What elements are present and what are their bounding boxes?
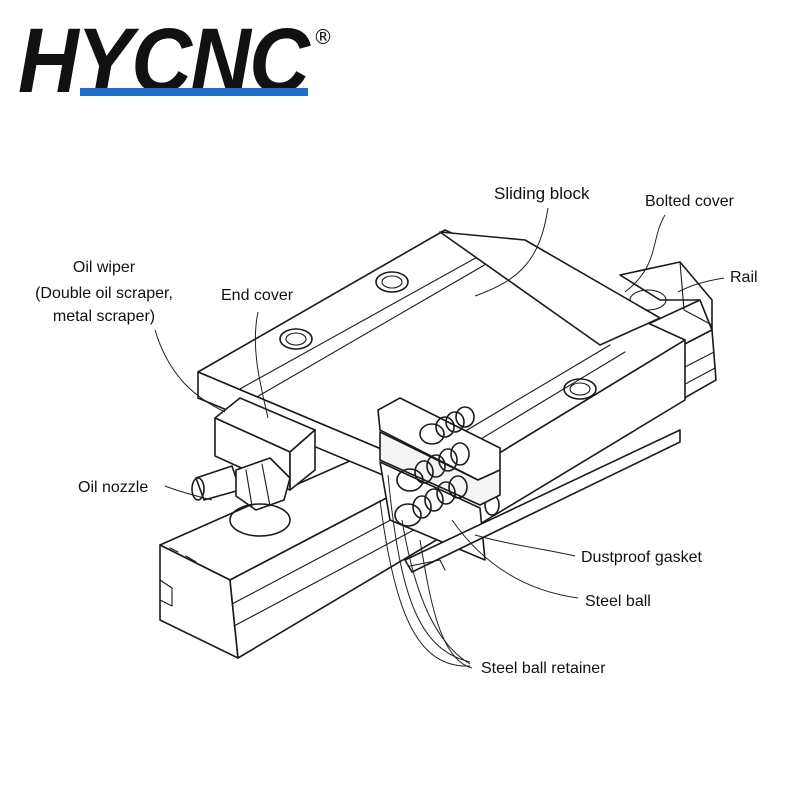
leader-dustproof-gasket [474, 534, 576, 557]
callout-labels: Sliding block Bolted cover Rail Oil wipe… [35, 184, 757, 677]
leader-oil-wiper [154, 329, 226, 413]
logo-underline [80, 88, 308, 96]
leader-rail [677, 277, 725, 293]
label-oil-wiper-1: Oil wiper [73, 259, 136, 276]
steel-ball-row-middle [396, 442, 470, 492]
leader-bolted-cover [624, 214, 666, 293]
oil-nozzle [191, 457, 291, 537]
label-steel-ball-retainer: Steel ball retainer [481, 660, 606, 677]
bolt-hole-3 [563, 378, 597, 400]
cutaway-section [377, 397, 681, 573]
label-oil-nozzle: Oil nozzle [78, 479, 148, 496]
leader-end-cover [254, 311, 269, 419]
leader-oil-nozzle [164, 485, 213, 501]
steel-ball-row-lower [394, 475, 468, 527]
label-end-cover: End cover [221, 287, 294, 304]
leader-sliding-block [474, 207, 549, 297]
label-rail: Rail [730, 269, 758, 286]
bolt-hole-1 [279, 328, 313, 350]
label-bolted-cover: Bolted cover [645, 193, 735, 210]
leader-lines [154, 207, 725, 669]
steel-ball-row-upper [419, 406, 475, 445]
label-steel-ball: Steel ball [585, 593, 651, 610]
leader-retainer-4 [419, 539, 473, 669]
label-oil-wiper-3: metal scraper) [53, 308, 155, 325]
leader-retainer-3 [379, 499, 471, 667]
label-sliding-block: Sliding block [494, 184, 590, 203]
label-oil-wiper-2: (Double oil scraper, [35, 285, 173, 302]
leader-retainer-1 [387, 474, 471, 663]
brand-logo: HYCNC ® [18, 10, 333, 112]
label-dustproof-gasket: Dustproof gasket [581, 549, 703, 566]
logo-registered-mark: ® [313, 25, 333, 49]
logo-text: HYCNC [18, 10, 311, 112]
bolt-hole-2 [375, 271, 409, 293]
leader-steel-ball [451, 519, 579, 599]
leader-retainer-2 [401, 519, 471, 665]
